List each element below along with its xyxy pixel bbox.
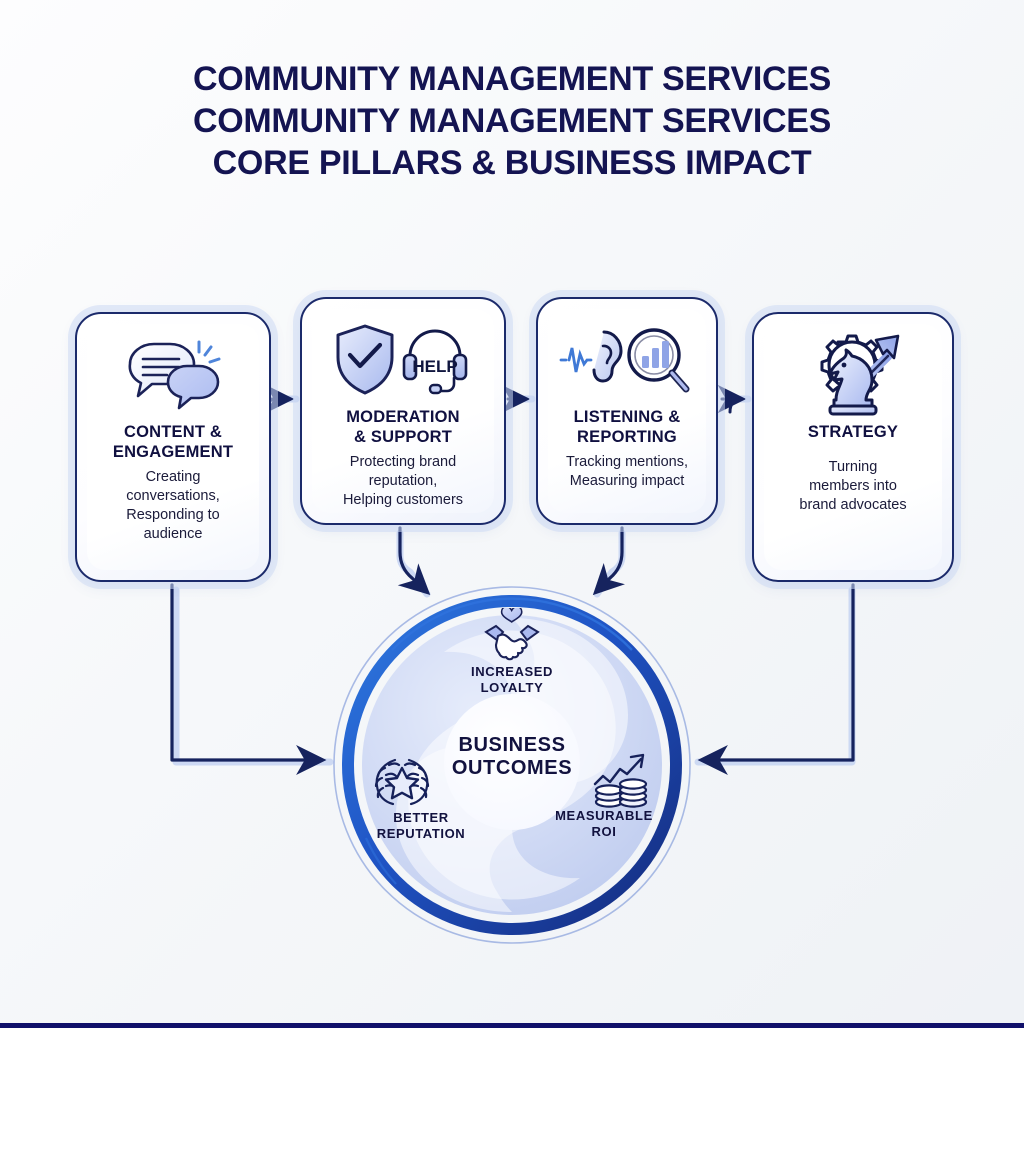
pillar-title-line2: & SUPPORT (353, 428, 453, 446)
outcome-label-reputation: BETTER REPUTATION (376, 810, 466, 841)
laurel-star-icon (371, 754, 433, 810)
ear-soundwave-magnifier-chart-icon (557, 321, 697, 399)
speech-bubbles-icon (120, 336, 226, 414)
connector-card1-to-circle (170, 583, 327, 776)
center-line1: BUSINESS (458, 734, 566, 756)
pillar-title-line1: MODERATION (346, 408, 460, 426)
pillar-title-line2: ENGAGEMENT (112, 443, 234, 461)
pillar-title-line1: LISTENING & (573, 408, 681, 426)
pillar-card-strategy[interactable]: STRATEGY Turning members into brand advo… (752, 312, 954, 582)
gear-chess-knight-growth-arrow-icon (790, 334, 916, 416)
connector-card2-to-circle (397, 526, 431, 596)
coins-growth-arrow-icon (591, 752, 655, 810)
outcome-label-loyalty: INCREASED LOYALTY (471, 664, 553, 695)
card-inner: LISTENING & REPORTING Tracking mentions,… (548, 309, 706, 513)
pillar-card-content-engagement[interactable]: CONTENT & ENGAGEMENT Creating conversati… (75, 312, 271, 582)
pillar-title-line1: STRATEGY (807, 423, 899, 441)
pillar-description: Protecting brand reputation, Helping cus… (342, 454, 464, 508)
pillar-card-moderation-support[interactable]: HELP MODERATION & SUPPORT Protecting bra… (300, 297, 506, 525)
pillar-title-line1: CONTENT & (123, 423, 223, 441)
pillar-title: CONTENT & ENGAGEMENT (113, 422, 233, 462)
title-line-1: COMMUNITY MANAGEMENT SERVICES (193, 60, 831, 98)
help-badge-text: HELP (412, 357, 457, 376)
pillar-description: Creating conversations, Responding to au… (126, 469, 220, 542)
title-line-3: CORE PILLARS & BUSINESS IMPACT (212, 144, 812, 182)
handshake-heart-icon (480, 606, 544, 662)
shield-check-headset-icon: HELP (332, 321, 474, 399)
footer-area (0, 1028, 1024, 1154)
outcome-center-label: BUSINESS OUTCOMES (412, 734, 612, 780)
card-inner: STRATEGY Turning members into brand advo… (764, 324, 942, 570)
card-inner: CONTENT & ENGAGEMENT Creating conversati… (87, 324, 259, 570)
pillar-title: LISTENING & REPORTING (574, 407, 681, 447)
pillar-card-listening-reporting[interactable]: LISTENING & REPORTING Tracking mentions,… (536, 297, 718, 525)
title-line-2: COMMUNITY MANAGEMENT SERVICES (193, 102, 831, 140)
pillar-title: MODERATION & SUPPORT (346, 407, 460, 447)
pillar-description: Tracking mentions, Measuring impact (566, 454, 688, 489)
connector-card3-to-circle (592, 526, 625, 596)
pillar-title: STRATEGY (808, 422, 898, 442)
outcome-label-roi: MEASURABLE ROI (555, 808, 653, 839)
connector-card4-to-circle (697, 583, 855, 776)
footer-divider (0, 1023, 1024, 1028)
business-outcomes-circle[interactable]: INCREASED LOYALTY B (333, 586, 691, 944)
page-title: COMMUNITY MANAGEMENT SERVICES COMMUNITY … (0, 58, 1024, 184)
center-line2: OUTCOMES (451, 757, 573, 779)
pillar-description: Turning members into brand advocates (799, 459, 907, 513)
pillar-title-line2: REPORTING (577, 428, 677, 446)
card-inner: HELP MODERATION & SUPPORT Protecting bra… (312, 309, 494, 513)
